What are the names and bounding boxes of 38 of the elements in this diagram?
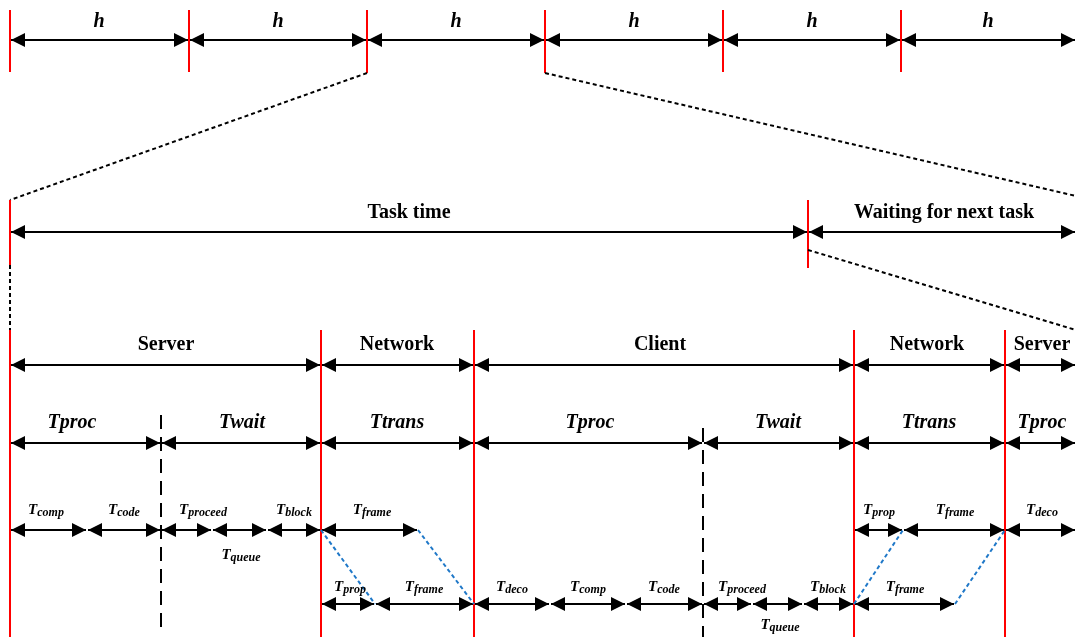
duration-label: T$_{block}$ [276,502,312,518]
duration-label: Twait [219,411,265,431]
duration-label: Tproc [47,411,97,431]
stage-label: Network [889,333,965,353]
stage-label: Server [137,333,195,353]
duration-label: T$_{block}$ [810,579,846,595]
period-label: h [628,10,640,30]
period-label: h [982,10,994,30]
duration-label: T$_{prop}$ [863,502,895,518]
duration-label: T$_{queue}$ [760,617,800,633]
stage-label: Network [359,333,435,353]
duration-label: T$_{comp}$ [570,579,606,595]
duration-label: Ttrans [369,411,425,431]
stage-label: Client [633,333,687,353]
duration-label: T$_{code}$ [648,579,680,595]
duration-label: T$_{prop}$ [334,579,366,595]
duration-label: Tproc [1017,411,1067,431]
duration-label: T$_{proceed}$ [179,502,227,518]
duration-label: T$_{comp}$ [28,502,64,518]
duration-label: T$_{frame}$ [885,579,925,595]
duration-label: Ttrans [901,411,957,431]
duration-label: T$_{frame}$ [404,579,444,595]
duration-label: T$_{frame}$ [352,502,392,518]
duration-label: T$_{proceed}$ [718,579,766,595]
period-label: h [272,10,284,30]
duration-label: T$_{queue}$ [221,547,261,563]
duration-label: T$_{frame}$ [935,502,975,518]
period-label: h [806,10,818,30]
duration-label: Twait [755,411,801,431]
phase-label: Waiting for next task [853,201,1035,221]
duration-label: Tproc [565,411,615,431]
duration-label: T$_{code}$ [108,502,140,518]
period-label: h [93,10,105,30]
phase-label: Task time [367,201,451,221]
stage-label: Server [1013,333,1071,353]
duration-label: T$_{deco}$ [496,579,528,595]
period-label: h [450,10,462,30]
duration-label: T$_{deco}$ [1026,502,1058,518]
